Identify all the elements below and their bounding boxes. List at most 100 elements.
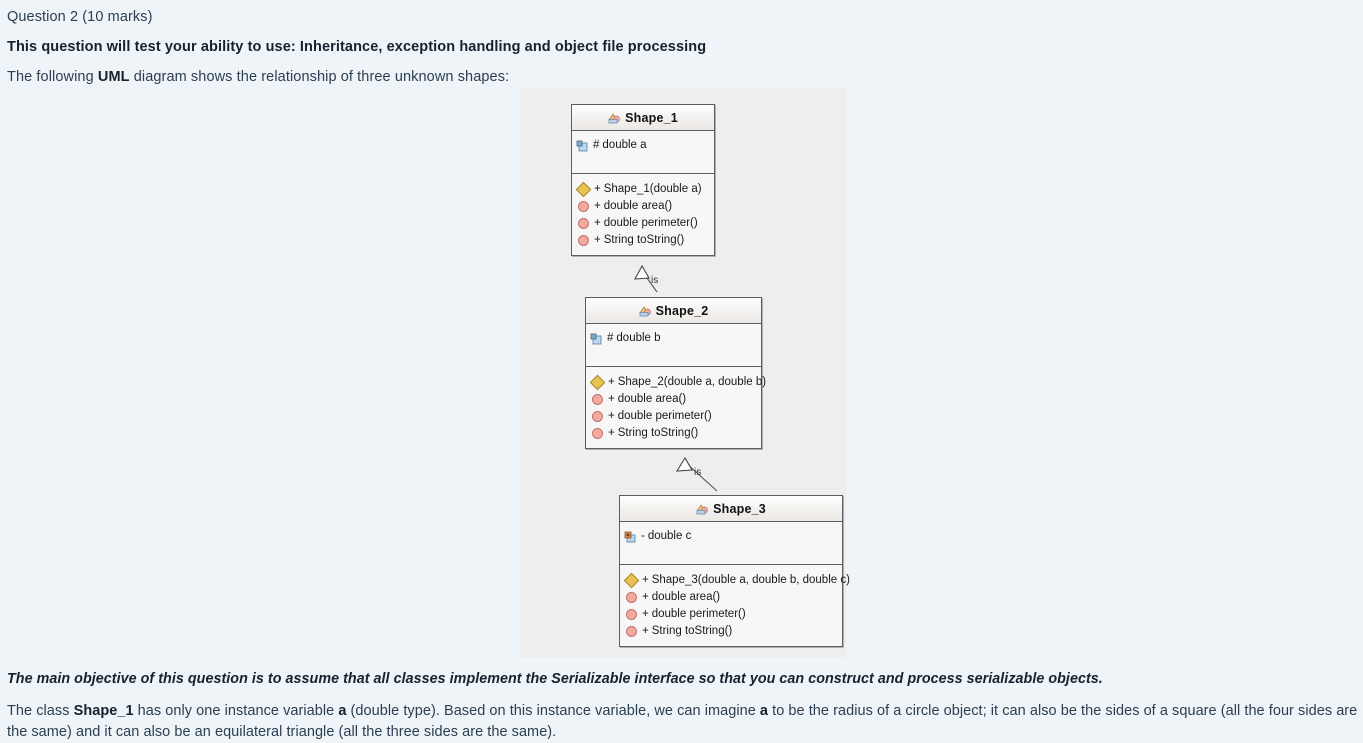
protected-field-icon bbox=[576, 140, 589, 152]
field-row: - double c bbox=[624, 528, 842, 545]
desc-var-a-2: a bbox=[759, 703, 769, 719]
method-visibility: + bbox=[594, 183, 601, 195]
uml-class-shape-2[interactable]: Shape_2 # double b + Shape_2(double a, d… bbox=[585, 297, 766, 450]
method-label: String toString() bbox=[617, 427, 699, 439]
method-label: String toString() bbox=[603, 234, 685, 246]
method-visibility: + bbox=[608, 393, 615, 405]
method-visibility: + bbox=[642, 574, 649, 586]
uml-class-shape-1[interactable]: Shape_1 # double a + Shape_1(double a) +… bbox=[571, 104, 715, 256]
method-visibility: + bbox=[642, 625, 649, 637]
field-row: # double b bbox=[590, 330, 761, 347]
desc-var-a-1: a bbox=[338, 703, 347, 719]
uml-class-shape-3[interactable]: Shape_3 - double c + Shape_3(double a, d… bbox=[619, 495, 850, 648]
method-visibility: + bbox=[594, 234, 601, 246]
method-circle-icon bbox=[626, 609, 637, 620]
uml-fields-shape-3: - double c bbox=[620, 522, 842, 565]
method-label: Shape_1(double a) bbox=[603, 183, 702, 195]
method-visibility: + bbox=[642, 608, 649, 620]
edge-label-is-1: is bbox=[651, 275, 659, 286]
class-icon bbox=[608, 112, 621, 124]
method-label: Shape_3(double a, double b, double c) bbox=[651, 574, 850, 586]
method-row: + Shape_3(double a, double b, double c) bbox=[623, 572, 850, 589]
method-visibility: + bbox=[594, 217, 601, 229]
method-row: + double area() bbox=[578, 198, 714, 215]
constructor-diamond-icon bbox=[623, 572, 640, 589]
class-icon bbox=[696, 503, 709, 515]
field-visibility: - bbox=[641, 530, 645, 542]
method-circle-icon bbox=[626, 626, 637, 637]
method-label: double area() bbox=[651, 591, 721, 603]
method-visibility: + bbox=[594, 200, 601, 212]
uml-class-header-shape-3: Shape_3 bbox=[620, 496, 842, 522]
uml-class-name-shape-3: Shape_3 bbox=[713, 501, 766, 516]
method-row: + String toString() bbox=[626, 623, 842, 640]
method-row: + double area() bbox=[626, 589, 842, 606]
uml-intro-prefix: The following bbox=[7, 69, 98, 85]
method-row: + double perimeter() bbox=[626, 606, 842, 623]
method-label: Shape_2(double a, double b) bbox=[617, 376, 767, 388]
method-visibility: + bbox=[608, 427, 615, 439]
shape1-description: The class Shape_1 has only one instance … bbox=[7, 688, 1359, 743]
desc-class-name: Shape_1 bbox=[73, 703, 134, 719]
method-circle-icon bbox=[578, 201, 589, 212]
generalization-arrowhead-3-to-2 bbox=[675, 456, 693, 472]
method-circle-icon bbox=[626, 592, 637, 603]
method-label: double perimeter() bbox=[651, 608, 746, 620]
field-label: double c bbox=[647, 530, 692, 542]
objective-statement: The main objective of this question is t… bbox=[7, 671, 1103, 687]
uml-diagram-panel: is is Shape_1 # double a + Shape_1(doubl… bbox=[520, 88, 850, 658]
desc-part-3: has only one instance variable bbox=[133, 703, 339, 719]
uml-methods-shape-2: + Shape_2(double a, double b) + double a… bbox=[586, 367, 766, 450]
method-visibility: + bbox=[608, 376, 615, 388]
constructor-diamond-icon bbox=[589, 374, 606, 391]
method-row: + Shape_2(double a, double b) bbox=[589, 374, 766, 391]
ability-statement: This question will test your ability to … bbox=[7, 39, 707, 55]
method-visibility: + bbox=[642, 591, 649, 603]
method-visibility: + bbox=[608, 410, 615, 422]
question-text-block: Question 2 (10 marks) This question will… bbox=[7, 0, 1359, 86]
method-row: + String toString() bbox=[592, 425, 761, 442]
generalization-line-3-to-2 bbox=[685, 462, 718, 492]
method-row: + String toString() bbox=[578, 232, 714, 249]
method-circle-icon bbox=[592, 428, 603, 439]
desc-part-1: The class bbox=[7, 703, 74, 719]
field-label: double b bbox=[616, 332, 661, 344]
private-field-icon bbox=[624, 531, 637, 543]
method-row: + double perimeter() bbox=[592, 408, 761, 425]
method-label: double area() bbox=[603, 200, 673, 212]
method-circle-icon bbox=[592, 411, 603, 422]
uml-methods-shape-1: + Shape_1(double a) + double area() + do… bbox=[572, 174, 714, 257]
uml-intro-line: The following UML diagram shows the rela… bbox=[7, 56, 1359, 86]
method-circle-icon bbox=[592, 394, 603, 405]
method-circle-icon bbox=[578, 218, 589, 229]
method-label: double area() bbox=[617, 393, 687, 405]
method-label: double perimeter() bbox=[617, 410, 712, 422]
field-row: # double a bbox=[576, 137, 714, 154]
generalization-arrowhead-2-to-1 bbox=[634, 264, 650, 280]
method-row: + double perimeter() bbox=[578, 215, 714, 232]
protected-field-icon bbox=[590, 333, 603, 345]
uml-class-name-shape-1: Shape_1 bbox=[625, 110, 678, 125]
field-visibility: # bbox=[593, 139, 600, 151]
uml-methods-shape-3: + Shape_3(double a, double b, double c) … bbox=[620, 565, 850, 648]
class-icon bbox=[638, 305, 652, 317]
edge-label-is-2: is bbox=[694, 467, 702, 478]
desc-part-7: to be the radius of a circle object; it … bbox=[7, 703, 1358, 740]
method-label: double perimeter() bbox=[603, 217, 698, 229]
desc-part-5: (double type). Based on this instance va… bbox=[346, 703, 760, 719]
uml-keyword: UML bbox=[97, 69, 130, 85]
uml-fields-shape-1: # double a bbox=[572, 131, 714, 174]
method-circle-icon bbox=[578, 235, 589, 246]
field-label: double a bbox=[602, 139, 647, 151]
question-label: Question 2 (10 marks) bbox=[7, 9, 153, 25]
uml-class-header-shape-1: Shape_1 bbox=[572, 105, 714, 131]
constructor-diamond-icon bbox=[575, 181, 592, 198]
uml-class-header-shape-2: Shape_2 bbox=[586, 298, 761, 324]
method-row: + Shape_1(double a) bbox=[575, 181, 714, 198]
footer-text-block: The main objective of this question is t… bbox=[7, 670, 1359, 743]
method-label: String toString() bbox=[651, 625, 733, 637]
uml-fields-shape-2: # double b bbox=[586, 324, 761, 367]
field-visibility: # bbox=[607, 332, 614, 344]
method-row: + double area() bbox=[592, 391, 761, 408]
uml-class-name-shape-2: Shape_2 bbox=[655, 303, 709, 318]
